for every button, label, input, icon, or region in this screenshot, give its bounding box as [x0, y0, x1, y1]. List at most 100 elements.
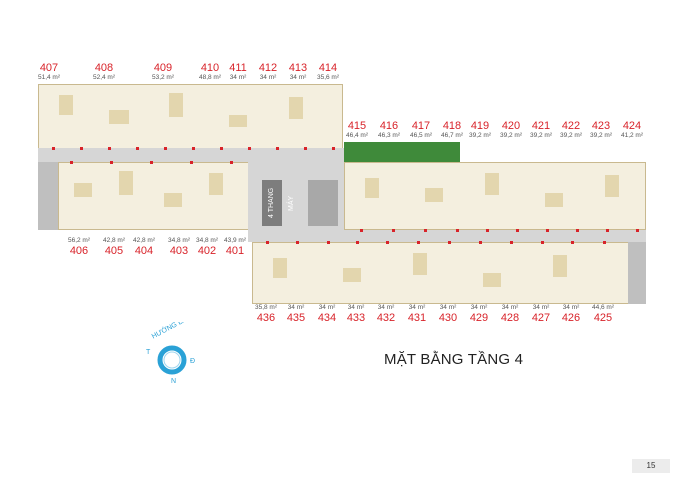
unit-number: 436	[256, 312, 276, 324]
unit-number: 415	[347, 120, 367, 132]
unit-number: 412	[258, 62, 278, 74]
unit-number: 420	[501, 120, 521, 132]
unit-area: 56,2 m²	[67, 237, 91, 244]
unit-number: 418	[442, 120, 462, 132]
door-marker	[479, 241, 482, 244]
door-marker	[248, 147, 251, 150]
unit-area: 34 m²	[229, 74, 247, 81]
door-marker	[70, 161, 73, 164]
unit-area: 34 m²	[532, 304, 550, 311]
unit-area: 34,8 m²	[167, 237, 191, 244]
left-bottom-block	[58, 162, 253, 230]
door-marker	[136, 147, 139, 150]
door-marker	[327, 241, 330, 244]
unit-area: 34 m²	[289, 74, 307, 81]
unit-number: 423	[591, 120, 611, 132]
unit-number: 433	[346, 312, 366, 324]
door-marker	[510, 241, 513, 244]
unit-number: 425	[593, 312, 613, 324]
door-marker	[576, 229, 579, 232]
unit-area: 53,2 m²	[151, 74, 175, 81]
unit-number: 432	[376, 312, 396, 324]
unit-number: 416	[379, 120, 399, 132]
door-marker	[220, 147, 223, 150]
unit-area: 34 m²	[408, 304, 426, 311]
unit-area: 51,4 m²	[37, 74, 61, 81]
unit-area: 34 m²	[287, 304, 305, 311]
unit-area: 48,8 m²	[198, 74, 222, 81]
left-end-wall	[38, 162, 58, 230]
door-marker	[304, 147, 307, 150]
unit-number: 402	[197, 245, 217, 257]
unit-area: 43,9 m²	[223, 237, 247, 244]
door-marker	[516, 229, 519, 232]
stair-core	[308, 180, 338, 226]
door-marker	[266, 241, 269, 244]
door-marker	[360, 229, 363, 232]
door-marker	[541, 241, 544, 244]
unit-number: 430	[438, 312, 458, 324]
door-marker	[52, 147, 55, 150]
unit-number: 422	[561, 120, 581, 132]
unit-number: 428	[500, 312, 520, 324]
unit-number: 409	[153, 62, 173, 74]
door-marker	[424, 229, 427, 232]
unit-area: 46,3 m²	[377, 132, 401, 139]
door-marker	[192, 147, 195, 150]
page-number: 15	[632, 459, 670, 473]
unit-number: 401	[225, 245, 245, 257]
door-marker	[486, 229, 489, 232]
unit-area: 34 m²	[470, 304, 488, 311]
unit-number: 421	[531, 120, 551, 132]
door-marker	[108, 147, 111, 150]
unit-area: 39,2 m²	[529, 132, 553, 139]
compass-icon: HƯỚNG BẮC T Đ N	[146, 322, 195, 385]
unit-number: 406	[69, 245, 89, 257]
door-marker	[164, 147, 167, 150]
door-marker	[230, 161, 233, 164]
door-marker	[80, 147, 83, 150]
unit-area: 44,6 m²	[591, 304, 615, 311]
door-marker	[636, 229, 639, 232]
right-bottom-block	[252, 242, 630, 304]
unit-area: 34 m²	[377, 304, 395, 311]
door-marker	[417, 241, 420, 244]
unit-number: 426	[561, 312, 581, 324]
unit-area: 52,4 m²	[92, 74, 116, 81]
door-marker	[448, 241, 451, 244]
compass-west-label: T	[146, 349, 151, 356]
right-corridor	[248, 230, 646, 242]
left-top-block	[38, 84, 343, 150]
lift-label: 4 THANG MÁY	[268, 187, 295, 219]
unit-number: 417	[411, 120, 431, 132]
door-marker	[456, 229, 459, 232]
unit-area: 39,2 m²	[589, 132, 613, 139]
lift-shaft	[262, 180, 282, 226]
unit-number: 411	[229, 62, 247, 74]
unit-number: 424	[622, 120, 642, 132]
unit-area: 39,2 m²	[468, 132, 492, 139]
unit-number: 413	[288, 62, 308, 74]
